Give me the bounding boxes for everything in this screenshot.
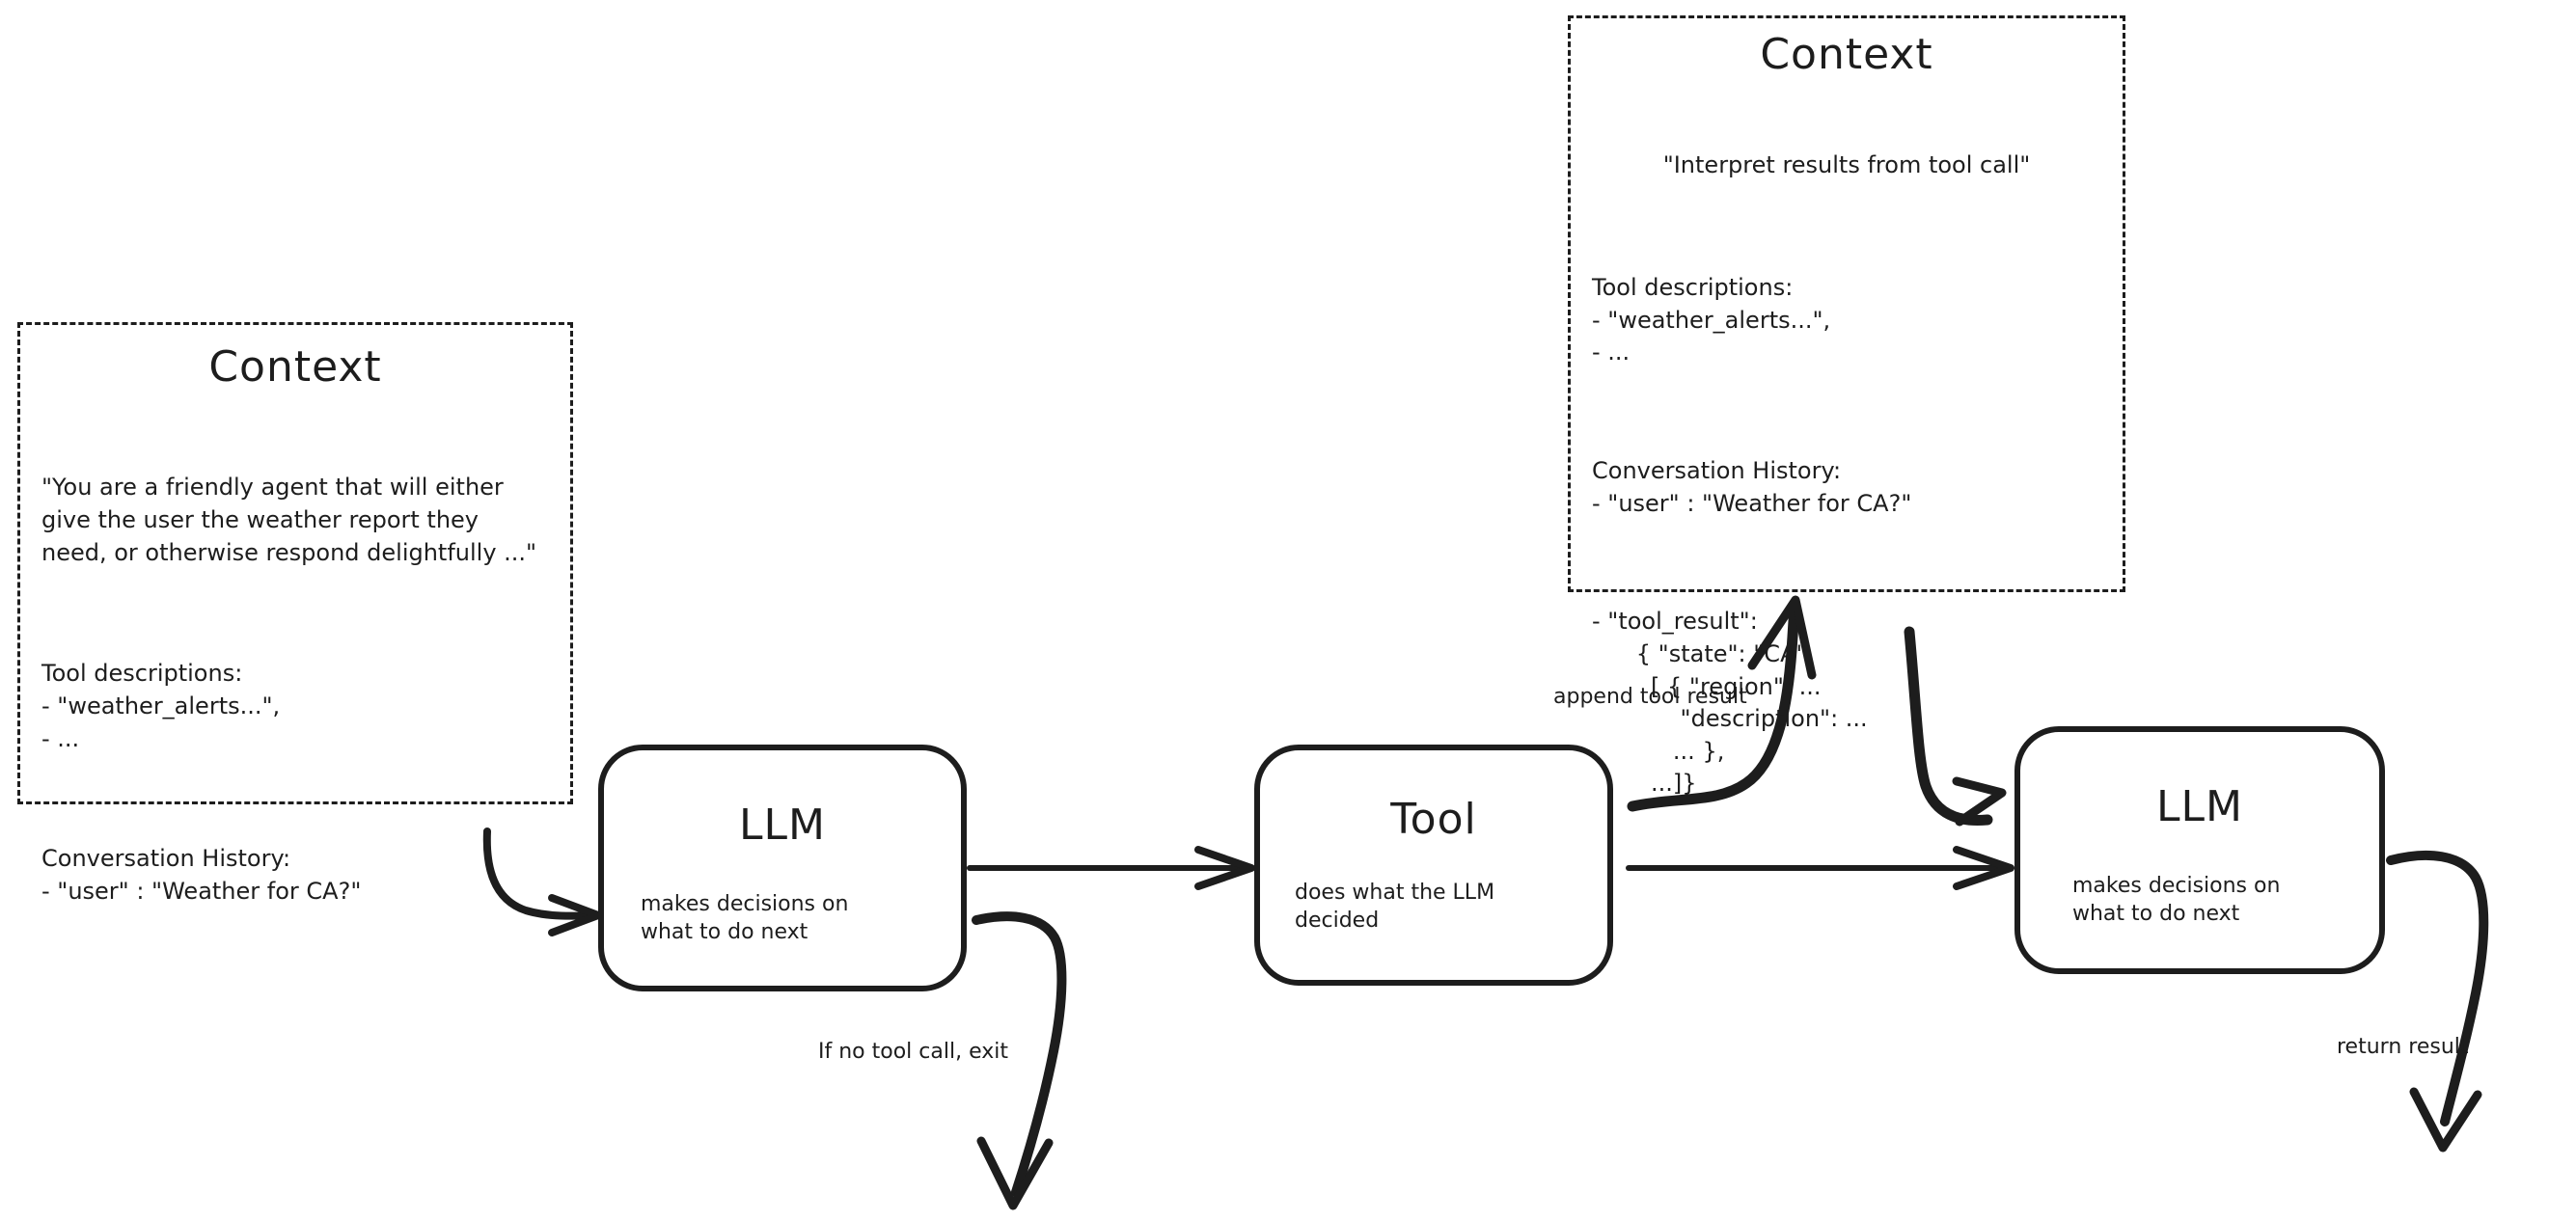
context-panel-initial: Context "You are a friendly agent that w… bbox=[17, 322, 573, 905]
system-prompt-text: "You are a friendly agent that will eith… bbox=[41, 474, 537, 567]
tool-descriptions-text: Tool descriptions: - "weather_alerts..."… bbox=[41, 659, 281, 752]
conversation-history-text: Conversation History: - "user" : "Weathe… bbox=[41, 844, 362, 906]
edge-label-return-result: return result bbox=[2337, 1035, 2469, 1059]
conversation-history-text: Conversation History: - "user" : "Weathe… bbox=[1592, 456, 1912, 517]
node-llm-first[interactable]: LLM makes decisions on what to do next bbox=[598, 745, 967, 991]
tool-result-text: - "tool_result": { "state": "CA", [ { "r… bbox=[1592, 608, 1868, 798]
edge-return-result bbox=[2386, 850, 2489, 1153]
context-panel-updated-title: Context bbox=[1760, 30, 1933, 79]
node-tool-title: Tool bbox=[1390, 795, 1477, 844]
context-panel-updated: Context "Interpret results from tool cal… bbox=[1568, 15, 2125, 797]
node-llm-second-subtitle: makes decisions on what to do next bbox=[2072, 874, 2281, 927]
system-prompt-text: "Interpret results from tool call" bbox=[1662, 151, 2031, 179]
context-panel-initial-body: "You are a friendly agent that will eith… bbox=[20, 401, 570, 983]
context-panel-updated-body: "Interpret results from tool call" Tool … bbox=[1571, 85, 2123, 875]
edge-llm1-to-tool bbox=[967, 846, 1255, 890]
node-llm-first-title: LLM bbox=[739, 800, 826, 850]
context-panel-initial-title: Context bbox=[208, 342, 382, 392]
edge-label-if-no-tool-call-exit: If no tool call, exit bbox=[818, 1040, 1008, 1064]
node-llm-second[interactable]: LLM makes decisions on what to do next bbox=[2014, 726, 2385, 974]
edge-label-append-tool-result: append tool result bbox=[1553, 685, 1747, 709]
tool-descriptions-text: Tool descriptions: - "weather_alerts..."… bbox=[1592, 273, 1831, 366]
node-llm-second-title: LLM bbox=[2156, 782, 2243, 831]
node-llm-first-subtitle: makes decisions on what to do next bbox=[641, 892, 849, 945]
node-tool-subtitle: does what the LLM decided bbox=[1295, 881, 1495, 934]
node-tool[interactable]: Tool does what the LLM decided bbox=[1254, 745, 1613, 986]
